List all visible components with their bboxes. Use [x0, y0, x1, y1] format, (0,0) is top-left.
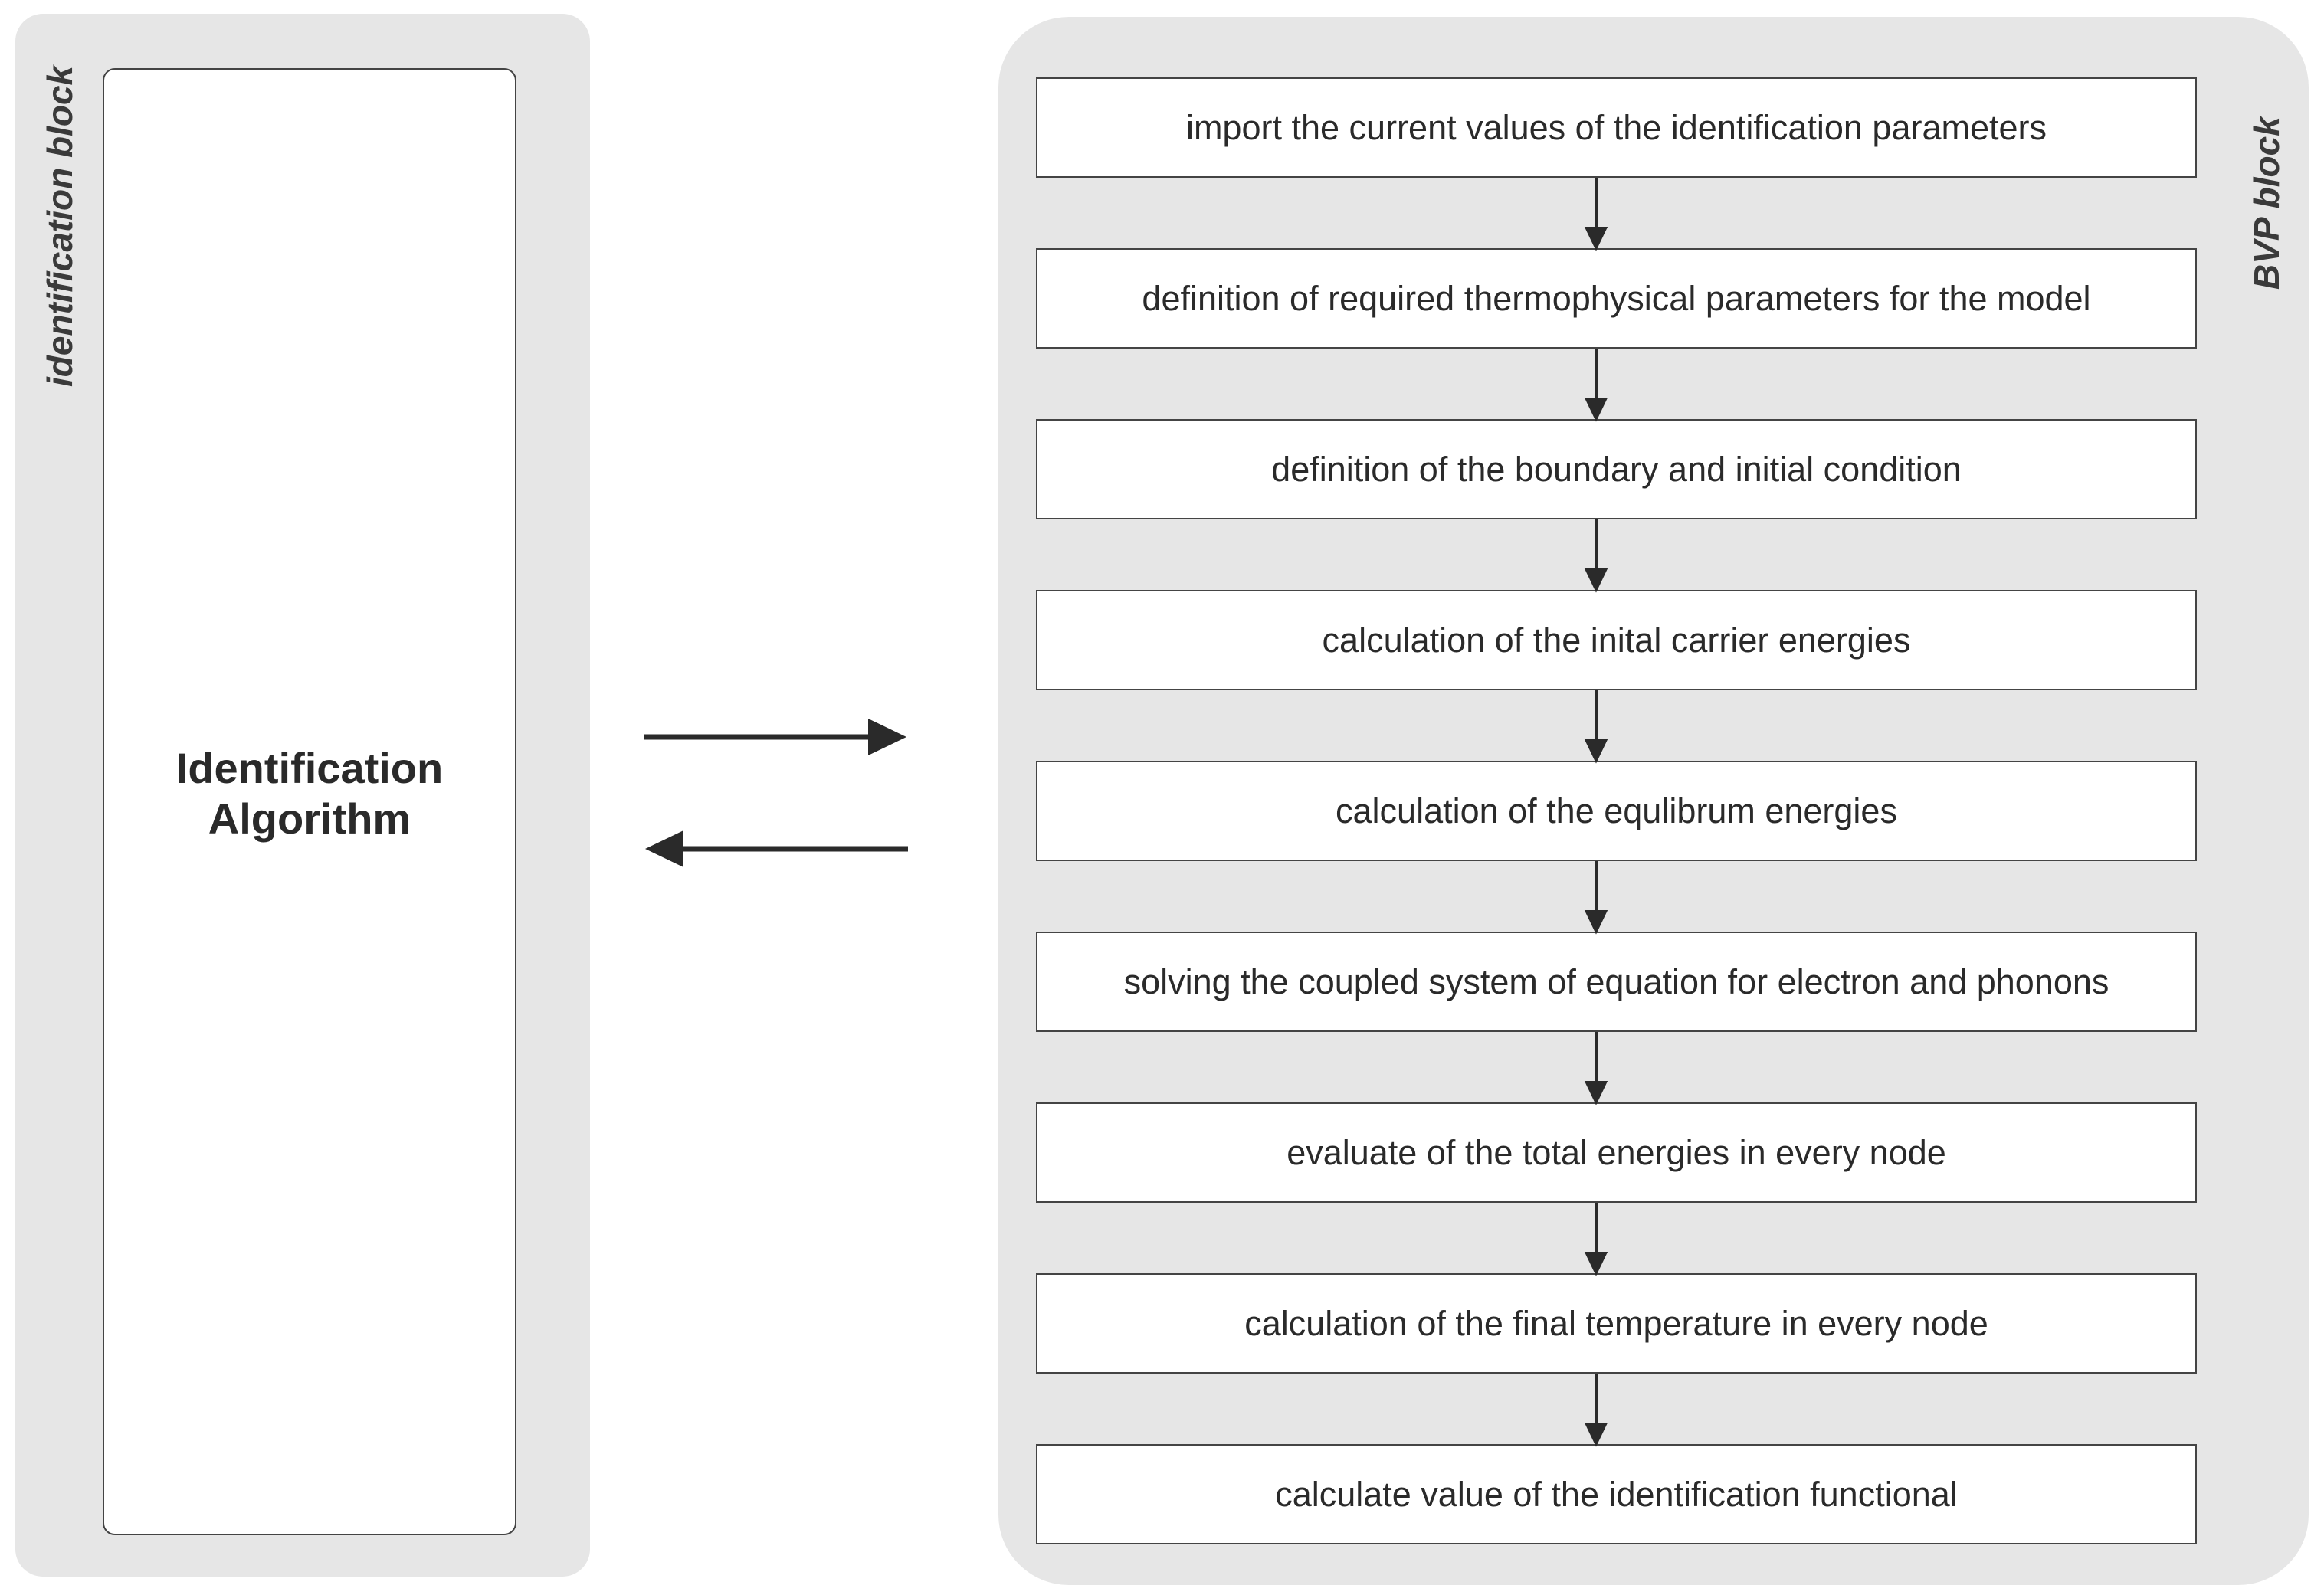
bvp-step-5: calculation of the equlibrum energies — [1036, 761, 2197, 861]
arrow-to-identification-block — [645, 830, 908, 867]
arrow-to-bvp-block — [644, 719, 906, 755]
flow-arrow-4-5 — [1584, 690, 1608, 764]
bvp-step-1: import the current values of the identif… — [1036, 77, 2197, 178]
step-flow-arrows — [1584, 178, 1608, 1447]
bvp-step-4: calculation of the inital carrier energi… — [1036, 590, 2197, 690]
identification-algorithm-box — [103, 68, 516, 1535]
flow-arrow-3-4 — [1584, 519, 1608, 593]
bvp-step-9: calculate value of the identification fu… — [1036, 1444, 2197, 1544]
flow-arrow-1-2 — [1584, 178, 1608, 251]
bvp-step-7: evaluate of the total energies in every … — [1036, 1102, 2197, 1203]
bvp-step-2: definition of required thermophysical pa… — [1036, 248, 2197, 349]
bvp-step-6: solving the coupled system of equation f… — [1036, 932, 2197, 1032]
flow-arrow-6-7 — [1584, 1032, 1608, 1105]
bvp-step-3: definition of the boundary and initial c… — [1036, 419, 2197, 519]
flow-arrow-8-9 — [1584, 1374, 1608, 1447]
flow-arrow-2-3 — [1584, 349, 1608, 422]
algorithm-title-line-2: Algorithm — [208, 794, 411, 843]
algorithm-title-line-1: Identification — [175, 744, 444, 792]
identification-algorithm-title: Identification Algorithm — [103, 743, 516, 844]
bvp-step-8: calculation of the final temperature in … — [1036, 1273, 2197, 1374]
flow-arrow-7-8 — [1584, 1203, 1608, 1276]
flow-arrow-5-6 — [1584, 861, 1608, 935]
